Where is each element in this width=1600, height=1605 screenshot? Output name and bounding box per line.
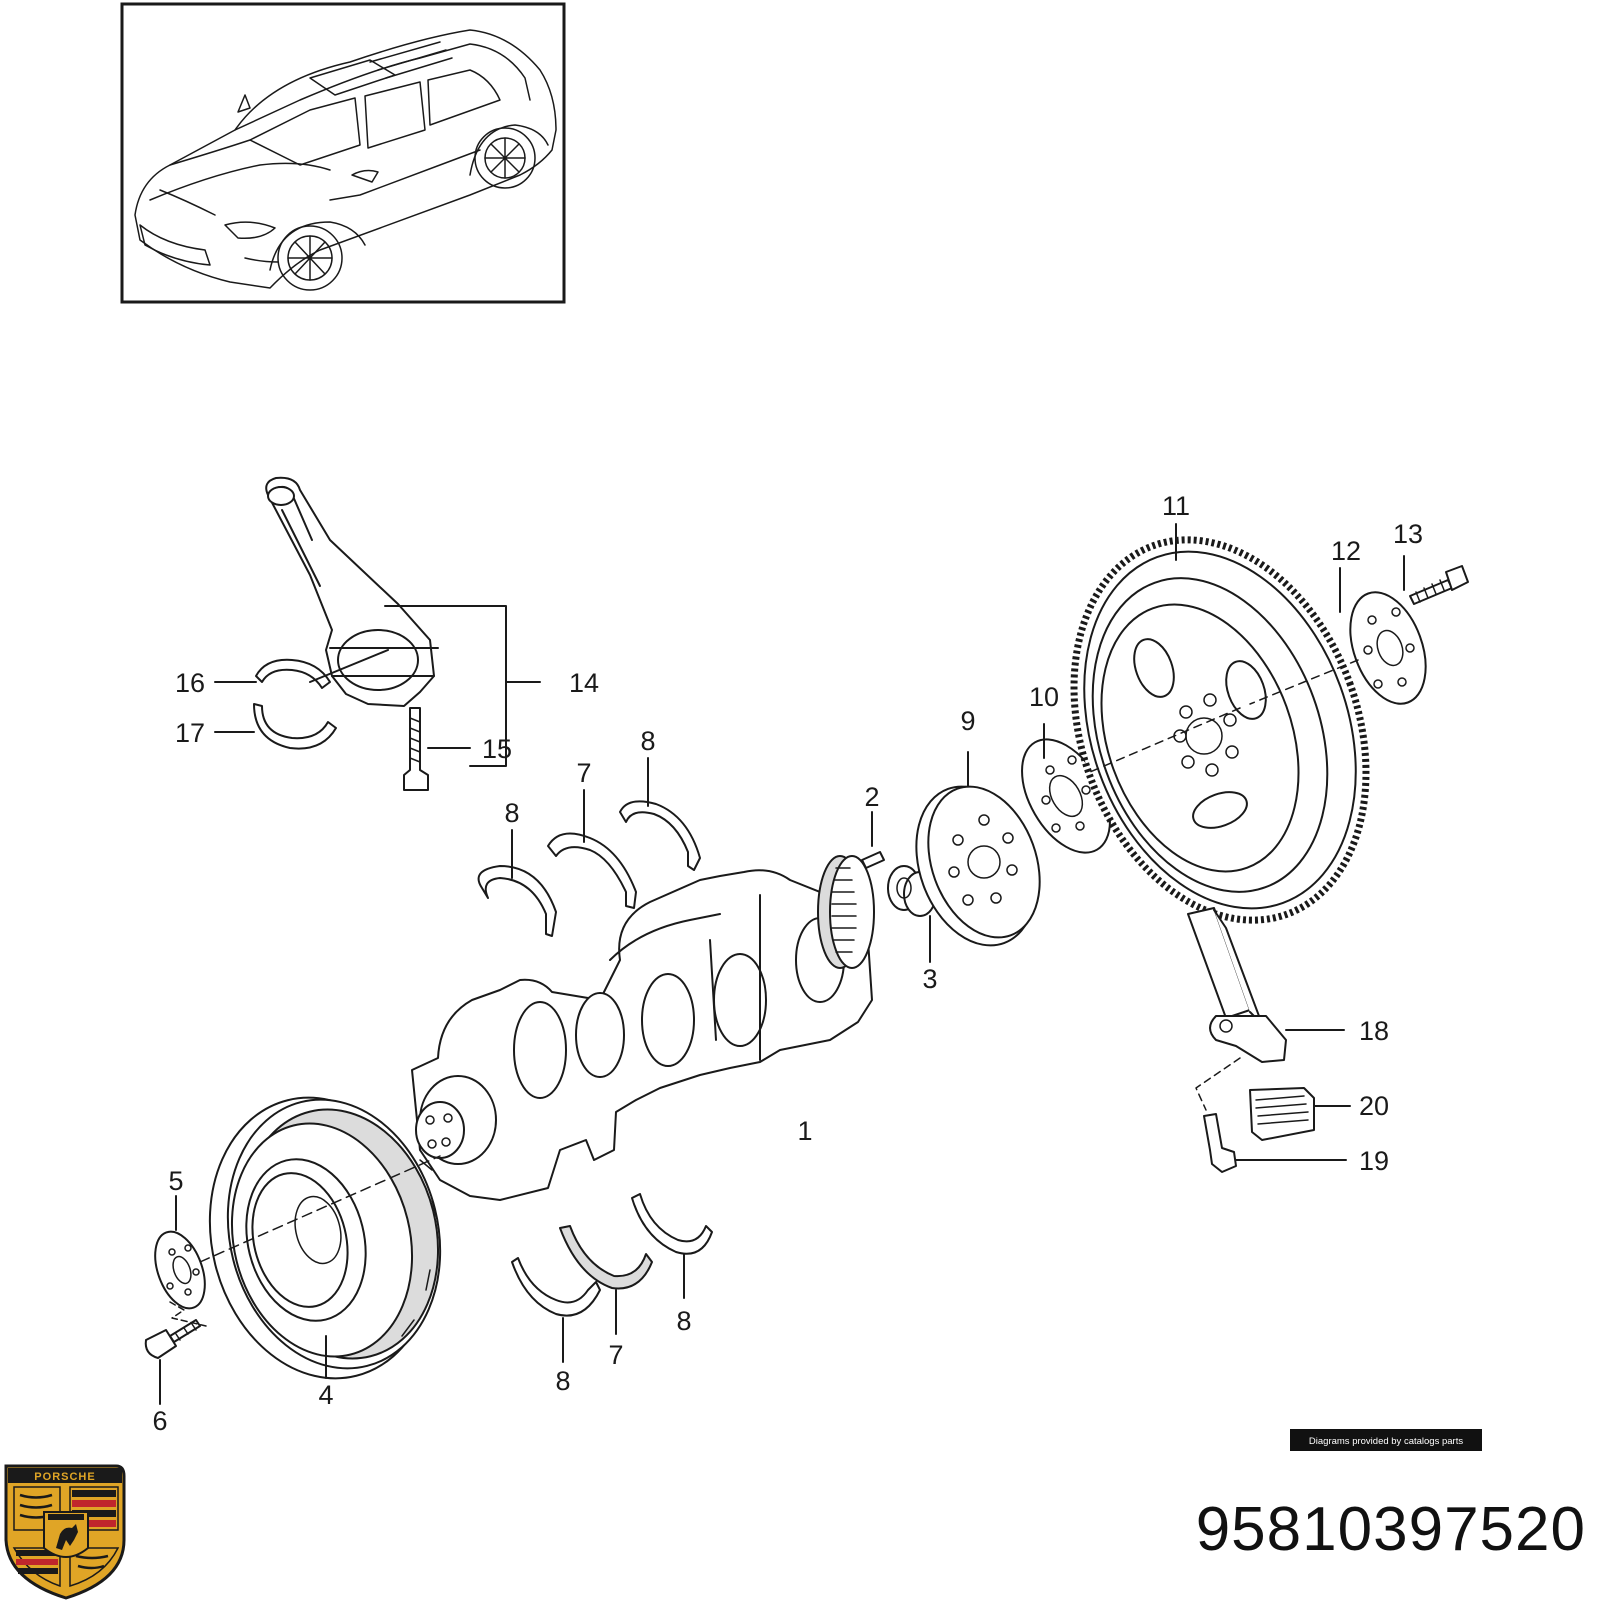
callout-13: 13 bbox=[1393, 519, 1423, 549]
bearing-shell-8a bbox=[477, 865, 557, 937]
callout-19: 19 bbox=[1359, 1146, 1389, 1176]
suv-illustration bbox=[134, 29, 557, 291]
crank-nose bbox=[415, 1101, 465, 1159]
callout-11: 11 bbox=[1162, 491, 1190, 521]
callout-1: 1 bbox=[797, 1116, 812, 1146]
bearing-shell-7b bbox=[559, 1225, 653, 1290]
pulley-washer bbox=[154, 1195, 206, 1310]
thumbnail-frame bbox=[120, 2, 566, 304]
svg-text:PORSCHE: PORSCHE bbox=[34, 1471, 95, 1483]
drive-plate bbox=[915, 751, 1041, 947]
crank-sensor bbox=[1187, 907, 1345, 1111]
connecting-rod-assembly bbox=[214, 476, 541, 791]
bearing-shell-lower bbox=[253, 703, 337, 750]
dowel-pin bbox=[861, 851, 885, 869]
crankshaft-body bbox=[411, 869, 873, 1201]
callout-12: 12 bbox=[1331, 536, 1361, 566]
callout-10: 10 bbox=[1029, 682, 1059, 712]
callout-18: 18 bbox=[1359, 1016, 1389, 1046]
callout-15: 15 bbox=[482, 734, 512, 764]
callout-8-upper-left: 8 bbox=[504, 798, 519, 828]
callout-16: 16 bbox=[175, 668, 205, 698]
bearing-shell-upper bbox=[255, 658, 331, 689]
callout-7-lower: 7 bbox=[608, 1340, 623, 1370]
callout-7-upper: 7 bbox=[576, 758, 591, 788]
callout-2: 2 bbox=[864, 782, 879, 812]
callout-8-upper-right: 8 bbox=[640, 726, 655, 756]
bearing-shell-7a bbox=[547, 832, 637, 909]
sensor-pad bbox=[1249, 1087, 1351, 1141]
flywheel bbox=[1070, 523, 1370, 924]
sensor-bolt bbox=[1203, 1113, 1347, 1173]
crank-pulley bbox=[208, 1096, 442, 1380]
bearing-shell-8b bbox=[619, 800, 701, 871]
callout-3: 3 bbox=[922, 964, 937, 994]
porsche-crest-logo: PORSCHE bbox=[4, 1464, 126, 1600]
flywheel-bolt bbox=[1403, 555, 1469, 605]
part-number: 95810397520 bbox=[1196, 1495, 1586, 1564]
flywheel-washer bbox=[1339, 567, 1427, 705]
vehicle-thumbnail bbox=[120, 2, 566, 304]
credit-text: Diagrams provided by catalogs parts bbox=[1309, 1436, 1463, 1447]
callout-9: 9 bbox=[960, 706, 975, 736]
bearing-shell-8c bbox=[511, 1257, 601, 1317]
callout-20: 20 bbox=[1359, 1091, 1389, 1121]
callout-8-lower-left: 8 bbox=[555, 1366, 570, 1396]
callout-4: 4 bbox=[318, 1380, 333, 1410]
bearing-shell-8d bbox=[631, 1193, 713, 1255]
callout-17: 17 bbox=[175, 718, 205, 748]
callout-14: 14 bbox=[569, 668, 599, 698]
crankshaft bbox=[411, 855, 875, 1201]
callout-6: 6 bbox=[152, 1406, 167, 1436]
big-end-bore bbox=[337, 629, 419, 691]
pulley-bolt bbox=[144, 1301, 207, 1405]
credit-badge: Diagrams provided by catalogs parts bbox=[1290, 1429, 1482, 1451]
callout-labels: 11 13 12 10 9 14 16 17 15 8 7 8 2 3 1 18… bbox=[152, 491, 1423, 1436]
callout-5: 5 bbox=[168, 1166, 183, 1196]
main-bearing-shells bbox=[477, 757, 713, 1363]
callout-8-lower-right: 8 bbox=[676, 1306, 691, 1336]
